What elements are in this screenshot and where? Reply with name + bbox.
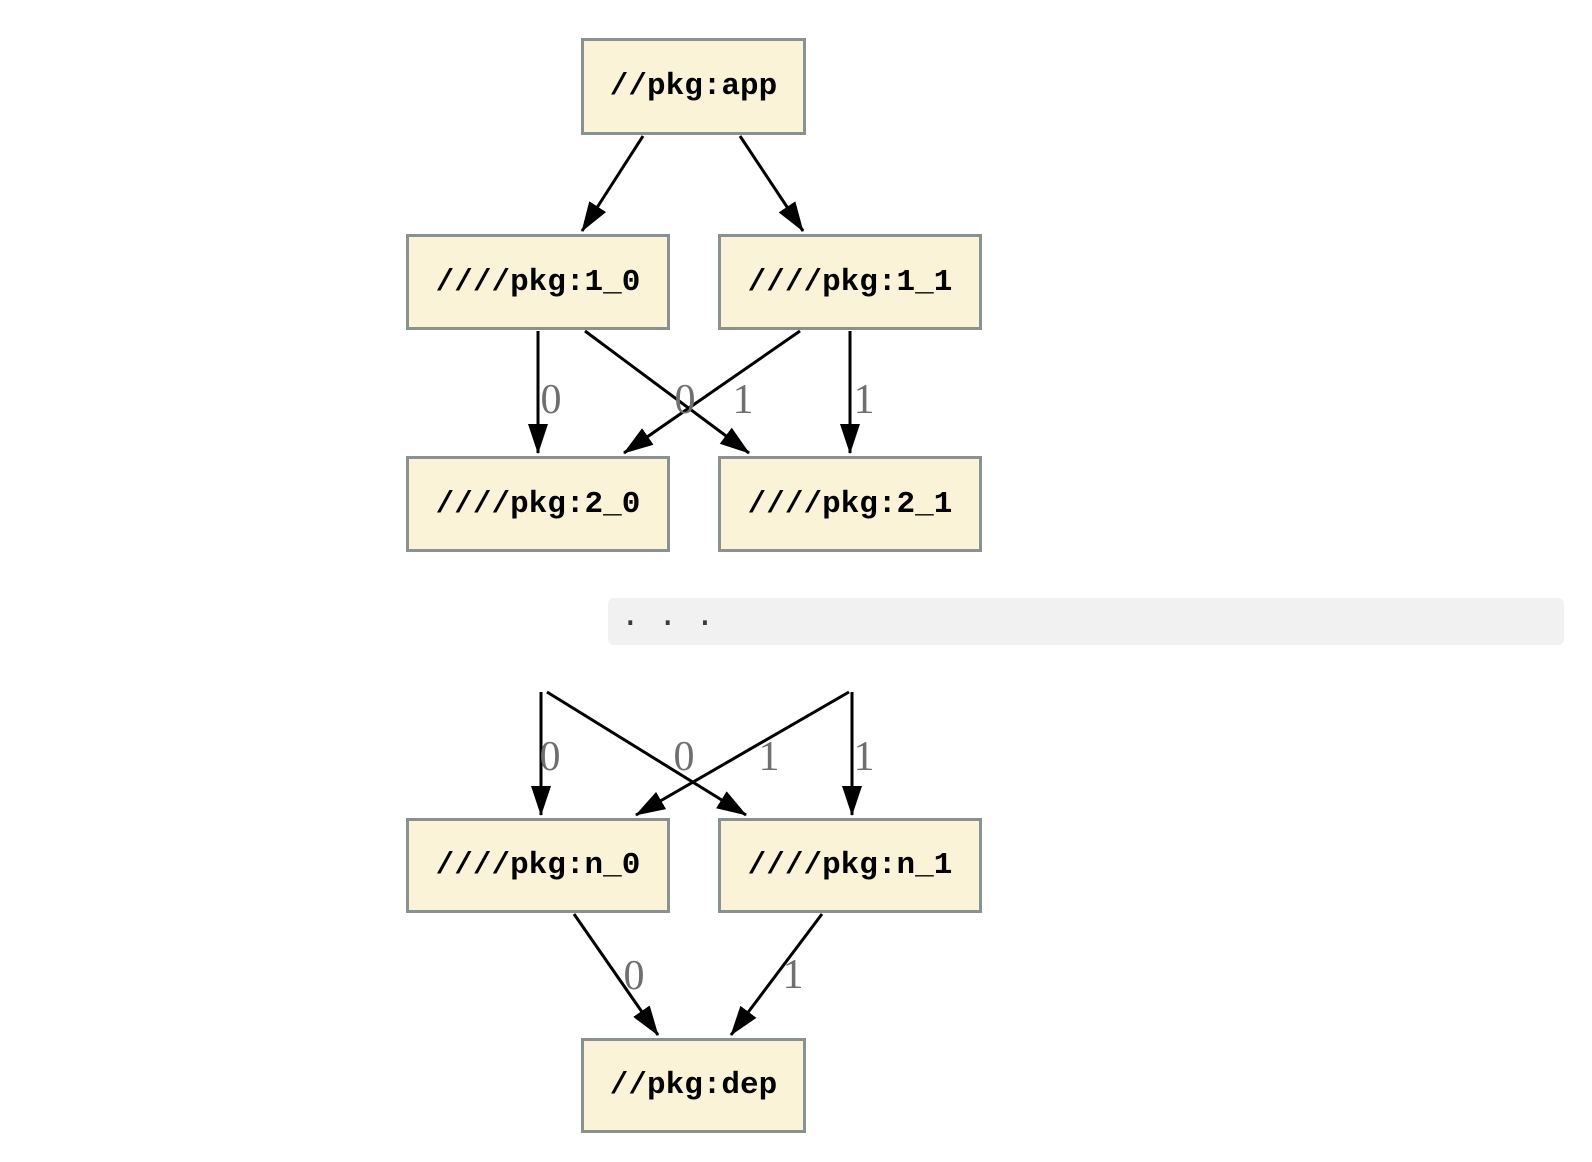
ellipsis-band: . . .: [608, 598, 1564, 645]
edge-label-n_1-to-dep: 1: [783, 952, 804, 998]
edge-app-to-1_1: [738, 135, 805, 232]
edge-app-to-1_0: [580, 135, 645, 232]
node-dep: //pkg:dep: [581, 1038, 806, 1133]
node-app: //pkg:app: [581, 38, 806, 135]
edge-label-1_0-to-2_1: 1: [733, 377, 754, 423]
edge-1_0-to-2_1: [584, 329, 750, 455]
edge-label-1_1-to-2_1: 1: [854, 377, 875, 423]
node-2_0: ////pkg:2_0: [406, 456, 670, 552]
node-1_1: ////pkg:1_1: [718, 234, 982, 330]
node-n_1: ////pkg:n_1: [718, 818, 982, 913]
edge-ellipsis-to-n_1-cross: [546, 690, 747, 817]
ellipsis-text: . . .: [621, 597, 715, 633]
edge-label-ellipsis-to-n_1: 1: [854, 734, 875, 780]
edge-label-ellipsis-to-n_0: 0: [540, 734, 561, 780]
edge-label-1_1-to-2_0: 0: [675, 377, 696, 423]
edge-label-1_0-to-2_0: 0: [541, 377, 562, 423]
edge-n_1-to-dep: [729, 913, 824, 1036]
edge-label-n_0-to-dep: 0: [624, 953, 645, 999]
edge-label-ellipsis-to-n_0-cross: 0: [674, 734, 695, 780]
edge-ellipsis-to-n_0-cross: [635, 690, 850, 817]
node-2_1: ////pkg:2_1: [718, 456, 982, 552]
edge-label-ellipsis-to-n_1-cross: 1: [759, 734, 780, 780]
edge-n_0-to-dep: [572, 913, 660, 1036]
node-1_0: ////pkg:1_0: [406, 234, 670, 330]
node-n_0: ////pkg:n_0: [406, 818, 670, 913]
edge-1_1-to-2_0: [623, 329, 801, 455]
